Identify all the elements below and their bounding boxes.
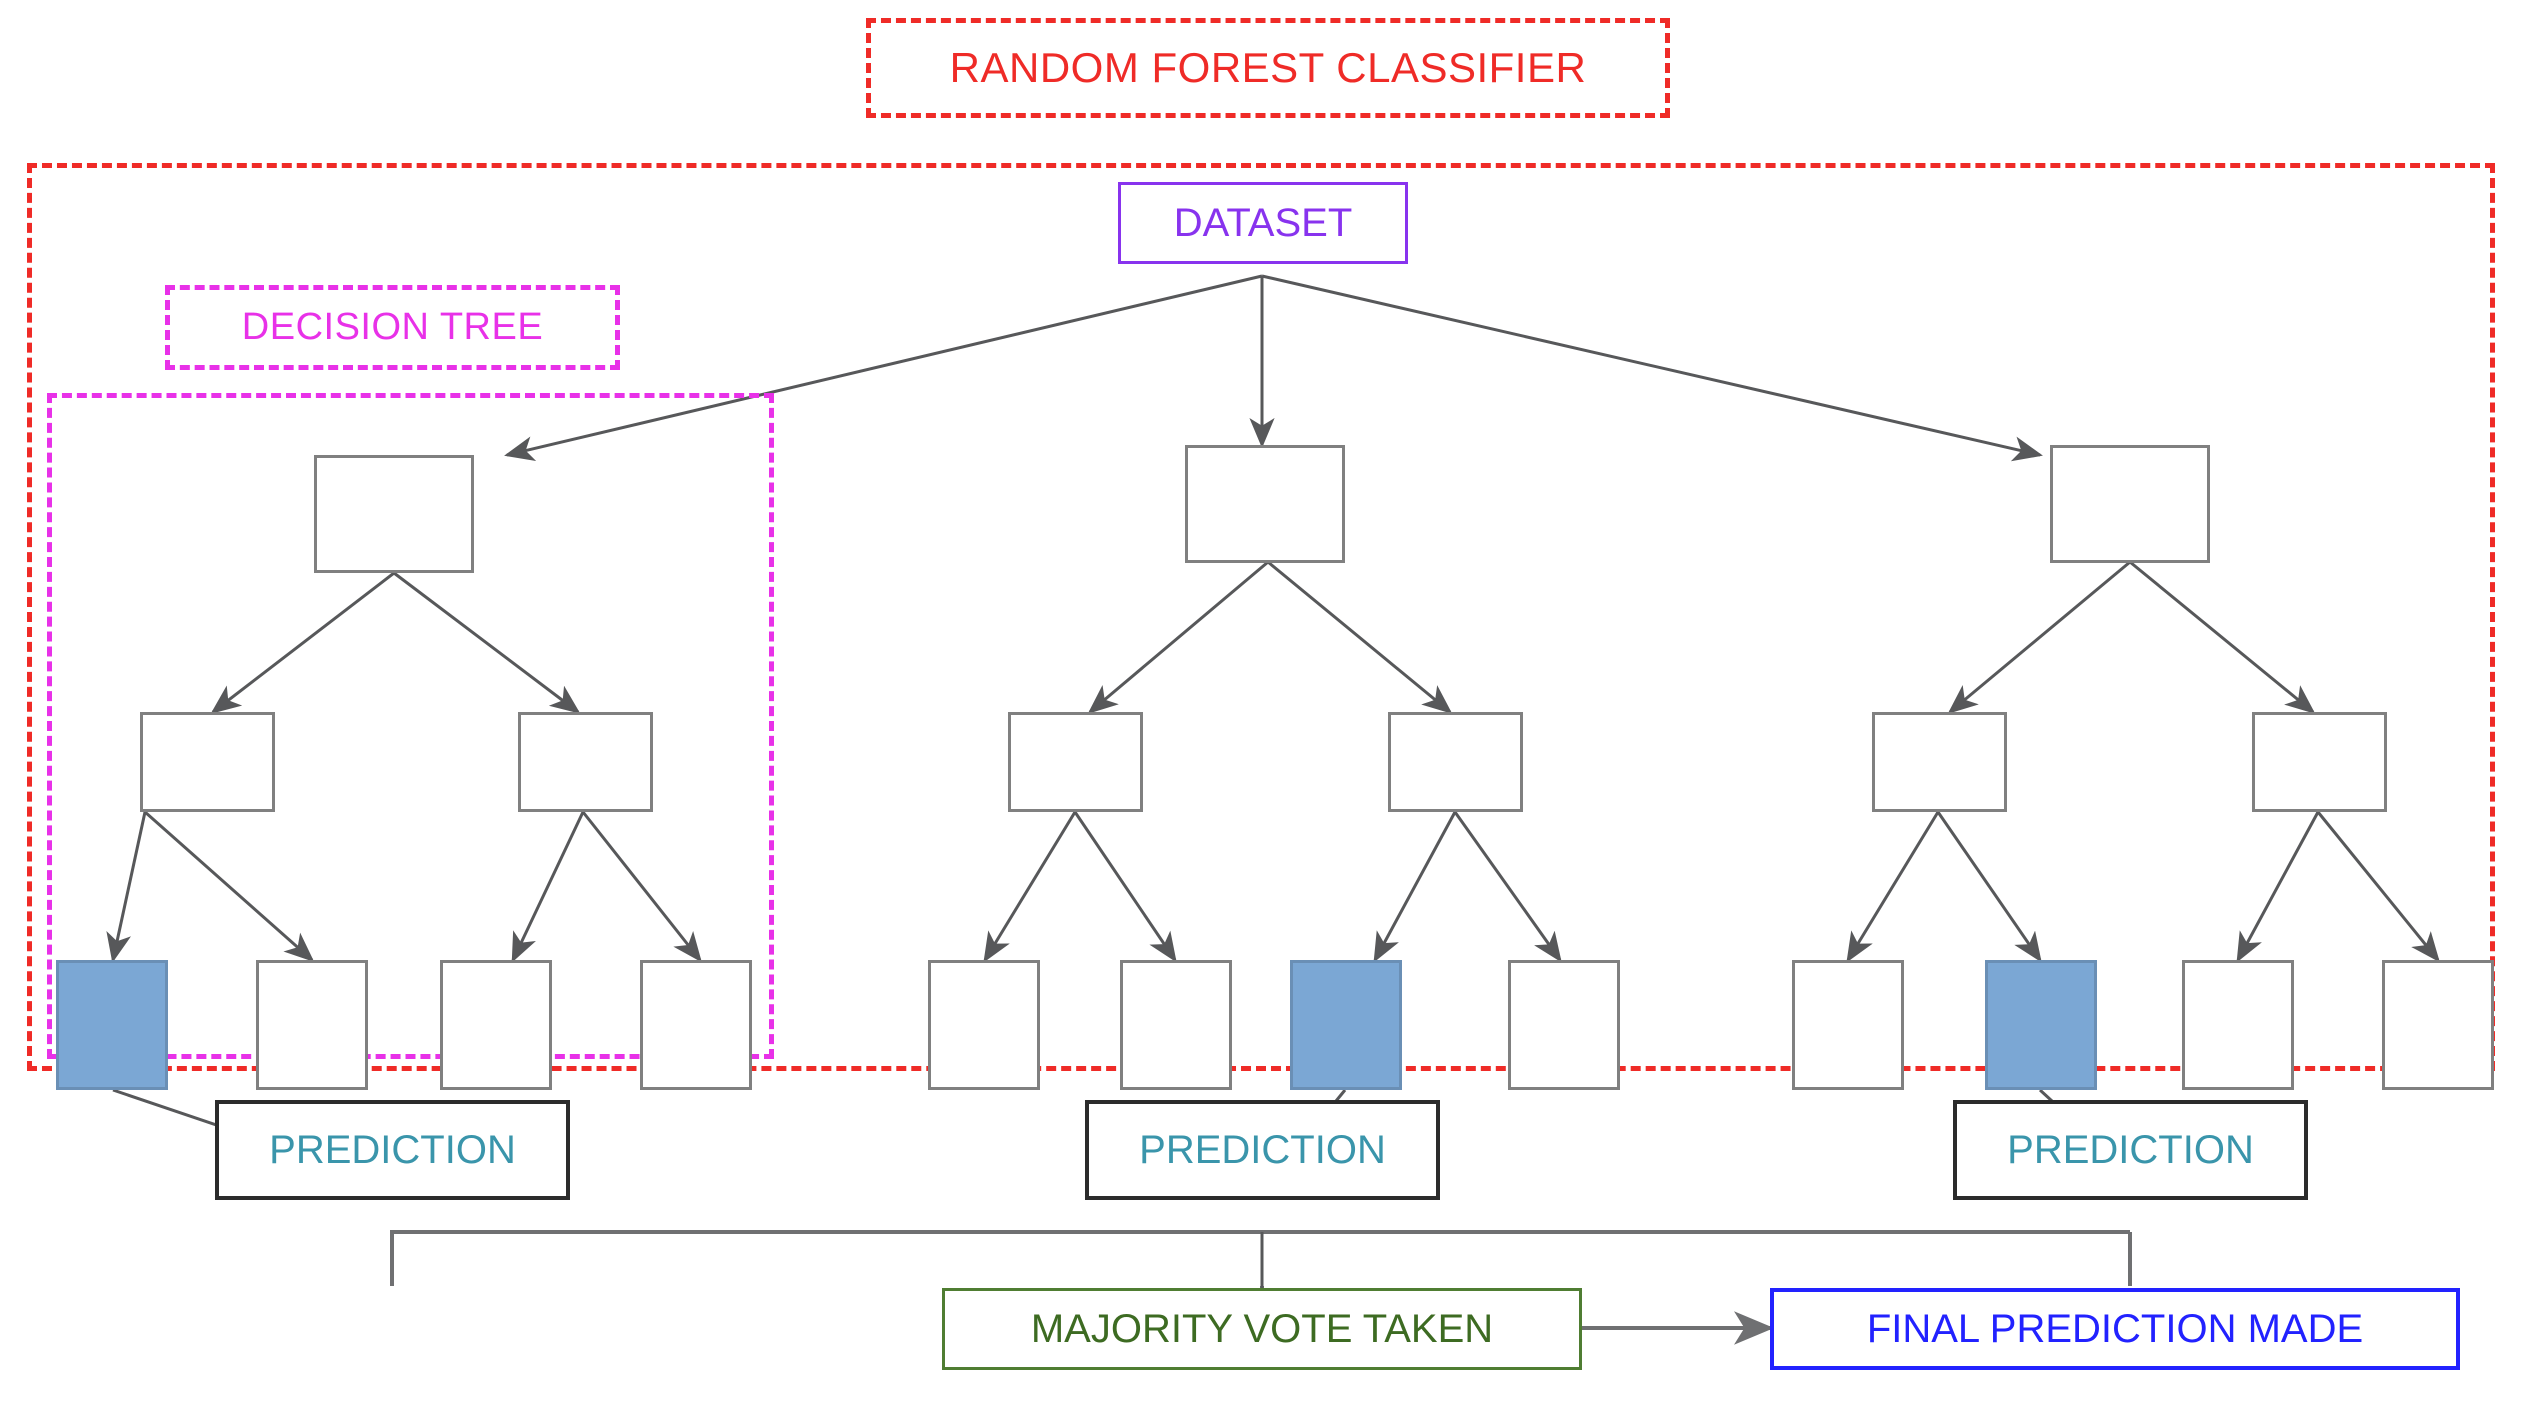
tree3-level2-node-left[interactable]: [1872, 712, 2007, 812]
random-forest-classifier-title: RANDOM FOREST CLASSIFIER: [866, 18, 1670, 118]
tree3-leaf-node-4[interactable]: [2382, 960, 2494, 1090]
tree1-level2-node-right[interactable]: [518, 712, 653, 812]
prediction-box-3[interactable]: PREDICTION: [1953, 1100, 2308, 1200]
decision-tree-label: DECISION TREE: [165, 285, 620, 370]
tree3-leaf-node-3[interactable]: [2182, 960, 2294, 1090]
final-prediction-box[interactable]: FINAL PREDICTION MADE: [1770, 1288, 2460, 1370]
tree3-leaf-node-2-highlighted[interactable]: [1985, 960, 2097, 1090]
prediction-box-2[interactable]: PREDICTION: [1085, 1100, 1440, 1200]
tree2-root-node[interactable]: [1185, 445, 1345, 563]
tree2-level2-node-left[interactable]: [1008, 712, 1143, 812]
tree1-leaf-node-3[interactable]: [440, 960, 552, 1090]
edge-prediction-bus: [390, 1230, 2130, 1286]
tree1-leaf-node-1-highlighted[interactable]: [56, 960, 168, 1090]
tree2-leaf-node-4[interactable]: [1508, 960, 1620, 1090]
tree1-leaf-node-4[interactable]: [640, 960, 752, 1090]
tree3-level2-node-right[interactable]: [2252, 712, 2387, 812]
tree2-leaf-node-2[interactable]: [1120, 960, 1232, 1090]
random-forest-boundary-frame: [27, 163, 2495, 1071]
tree1-level2-node-left[interactable]: [140, 712, 275, 812]
tree2-level2-node-right[interactable]: [1388, 712, 1523, 812]
prediction-box-1[interactable]: PREDICTION: [215, 1100, 570, 1200]
decision-tree-boundary-frame: [47, 393, 774, 1059]
tree3-root-node[interactable]: [2050, 445, 2210, 563]
tree2-leaf-node-1[interactable]: [928, 960, 1040, 1090]
tree1-leaf-node-2[interactable]: [256, 960, 368, 1090]
tree3-leaf-node-1[interactable]: [1792, 960, 1904, 1090]
tree1-root-node[interactable]: [314, 455, 474, 573]
tree2-leaf-node-3-highlighted[interactable]: [1290, 960, 1402, 1090]
dataset-box[interactable]: DATASET: [1118, 182, 1408, 264]
majority-vote-box[interactable]: MAJORITY VOTE TAKEN: [942, 1288, 1582, 1370]
